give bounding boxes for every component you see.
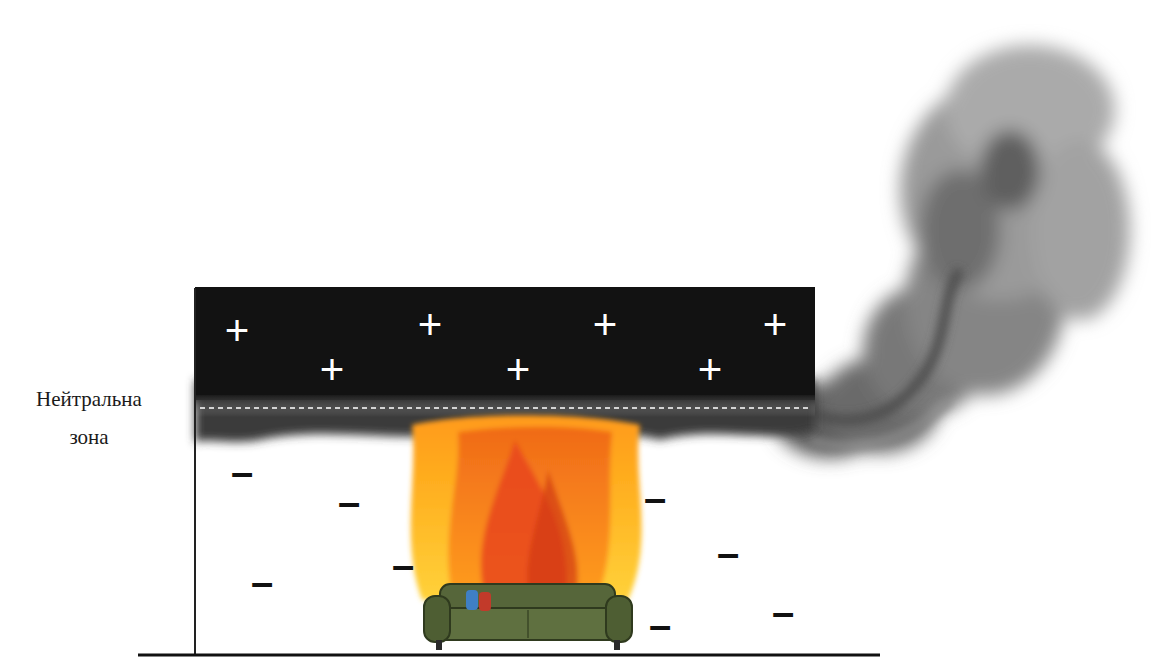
pressure-sign: – (772, 592, 794, 632)
sofa (424, 584, 632, 650)
smoke-streak (810, 400, 950, 446)
pressure-sign: – (644, 478, 666, 518)
pressure-sign: + (418, 304, 443, 346)
hot-smoke-layer (195, 288, 815, 400)
room-floor (138, 654, 880, 657)
flame-outer (411, 415, 642, 600)
room-wall (194, 288, 196, 656)
smoke-puff (1030, 140, 1130, 320)
pressure-sign: + (506, 349, 531, 391)
flame-core (527, 470, 577, 598)
pressure-sign: + (593, 304, 618, 346)
sofa-leg (436, 640, 442, 650)
sofa-arm (606, 596, 632, 642)
pillow (466, 590, 478, 610)
flames (411, 415, 642, 600)
pressure-sign: + (763, 304, 788, 346)
smoke-plume (775, 45, 1130, 458)
pressure-sign: – (251, 562, 273, 602)
smoke-fade (195, 395, 815, 417)
zone-label: Нейтральна зона (24, 380, 154, 456)
pressure-sign: + (320, 349, 345, 391)
ceiling-line (195, 287, 815, 289)
pressure-sign: – (392, 545, 414, 585)
flame-middle (448, 427, 612, 598)
pressure-sign: + (225, 310, 250, 352)
sofa-leg (614, 640, 620, 650)
smoke-streaks (800, 270, 960, 446)
pressure-sign: – (231, 452, 253, 492)
sofa-seam (527, 610, 529, 638)
neutral-plane-line (200, 407, 810, 409)
pressure-sign: – (649, 605, 671, 645)
pressure-sign: – (717, 533, 739, 573)
smoke-streak (800, 270, 960, 420)
sofa-arm (424, 596, 450, 642)
pressure-sign: – (338, 482, 360, 522)
smoke-puff (980, 130, 1040, 210)
pressure-sign: + (698, 349, 723, 391)
pillow (479, 592, 491, 611)
sofa-seat (438, 608, 618, 640)
